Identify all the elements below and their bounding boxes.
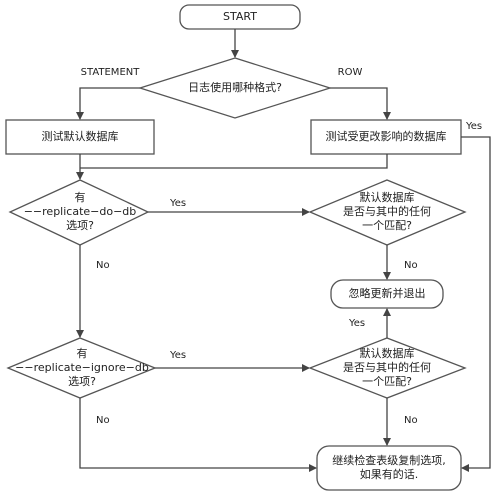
default-db-match-2-label: 默认数据库 是否与其中的任何 一个匹配?: [343, 347, 431, 388]
test-affected-db-label: 测试受更改影响的数据库: [325, 130, 447, 143]
edge-label-no-ignore-db: No: [96, 415, 110, 426]
edge-affected-to-dodb: [80, 154, 388, 169]
edge-label-no-match-2: No: [404, 415, 418, 426]
ignore-exit-label: 忽略更新并退出: [348, 287, 426, 300]
edge-ignoredb-no: [79, 398, 317, 472]
edge-label-yes-ignore-db: Yes: [170, 350, 187, 361]
do-db-label: 有 −−replicate−do−db 选项?: [23, 191, 137, 232]
continue-check-label: 继续检查表级复制选项, 如果有的话.: [332, 454, 446, 481]
start-node: [179, 4, 301, 30]
edge-label-yes-match-2: Yes: [349, 318, 366, 329]
edge-statement: [76, 87, 140, 120]
default-db-match-1-label: 默认数据库 是否与其中的任何 一个匹配?: [343, 191, 431, 232]
edge-row: [330, 87, 391, 120]
edge-label-yes-right-top: Yes: [466, 121, 483, 132]
test-default-db-node: [5, 119, 155, 155]
edge-label-statement: STATEMENT: [80, 67, 140, 78]
log-format-label: 日志使用哪种格式?: [188, 81, 282, 94]
edge-label-no-match-1: No: [404, 260, 418, 271]
ignore-db-label: 有 −−replicate−ignore−db 选项?: [15, 347, 149, 388]
edge-label-row: ROW: [337, 67, 363, 78]
log-format-decision: [137, 57, 333, 119]
edge-label-no-do-db: No: [96, 260, 110, 271]
edge-label-yes-do-db: Yes: [170, 198, 187, 209]
start-label: START: [223, 10, 257, 23]
test-default-db-label: 测试默认数据库: [41, 130, 119, 143]
edge-affected-yes-to-continue: [461, 136, 491, 472]
